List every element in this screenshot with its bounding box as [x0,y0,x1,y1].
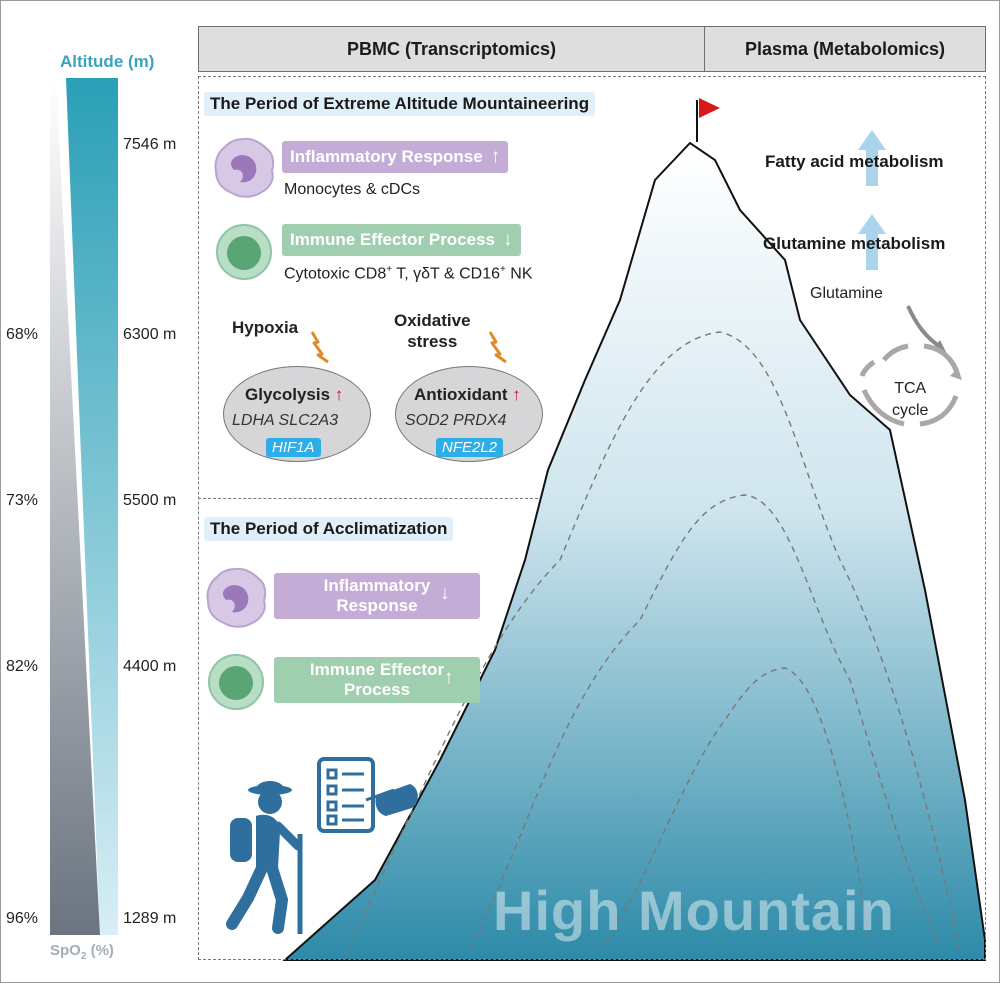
altitude-tick: 1289 m [123,910,177,927]
hiker-icon [226,781,303,934]
plasma-header: Plasma (Metabolomics) [744,38,946,59]
spo2-tick: 96% [6,910,39,927]
hif1a-tf-box: HIF1A [266,438,321,457]
glutamine-metabolism-label: Glutamine metabolism [763,234,946,253]
spo2-axis-title: SpO2 (%) [50,942,114,962]
contour-line-3 [599,667,871,951]
spo2-bar [50,80,100,935]
immune-cells: Cytotoxic CD8+ T, γδT & CD16+ NK [284,264,533,283]
up-arrow-icon: ↑ [490,146,501,167]
down-arrow-icon: ↓ [440,583,450,604]
up-arrow-icon [858,130,886,186]
hypoxia-label: Hypoxia [232,318,299,337]
inflammatory-response-up-label: Inflammatory Response↑ [282,141,509,173]
up-arrow-icon: ↑ [444,667,454,688]
glutamine-label: Glutamine [810,285,883,302]
main-dashed-panel [198,76,986,960]
lymphocyte-cell-icon [216,224,272,280]
monocyte-cell-icon [214,137,275,198]
nfe2l2-tf-box: NFE2L2 [436,438,504,457]
monocyte-cell-icon [206,567,267,628]
up-arrow-icon [858,214,886,270]
checklist-icon [317,757,418,833]
tca-cycle-icon [859,305,962,427]
antioxidant-genes: SOD2 PRDX4 [405,412,507,429]
pbmc-header: PBMC (Transcriptomics) [199,27,705,71]
spo2-tick: 68% [6,326,39,343]
extreme-period-title: The Period of Extreme Altitude Mountaine… [204,92,596,116]
up-arrow-icon: ↑ [334,385,344,404]
antioxidant-title: Antioxidant ↑ [414,385,521,404]
period-divider [198,498,538,499]
up-arrow-icon: ↑ [512,385,521,404]
inflammatory-cells: Monocytes & cDCs [284,181,421,198]
spo2-tick: 82% [6,658,39,675]
immune-effector-down-label: Immune Effector Process↓ [282,224,521,256]
down-arrow-icon: ↓ [503,229,513,250]
altitude-tick: 7546 m [123,136,177,153]
fatty-acid-metabolism-label: Fatty acid metabolism [765,152,944,171]
altitude-tick: 5500 m [123,492,177,509]
high-mountain-label: High Mountain [493,879,895,942]
contour-line-2 [469,494,941,951]
acclimatization-period-title: The Period of Acclimatization [204,517,454,541]
glycolysis-title: Glycolysis ↑ [245,385,344,404]
altitude-tick: 4400 m [123,658,177,675]
column-header: PBMC (Transcriptomics) Plasma (Metabolom… [198,26,986,72]
summit-flag-icon [696,98,720,142]
lymphocyte-cell-icon [208,654,264,710]
altitude-tick: 6300 m [123,326,177,343]
lightning-icon [488,331,507,364]
altitude-bar [66,78,118,935]
altitude-axis-title: Altitude (m) [60,52,155,71]
mountain-shape [282,141,986,961]
glycolysis-genes: LDHA SLC2A3 [232,412,339,429]
spo2-tick: 73% [6,492,39,509]
lightning-icon [310,331,329,364]
